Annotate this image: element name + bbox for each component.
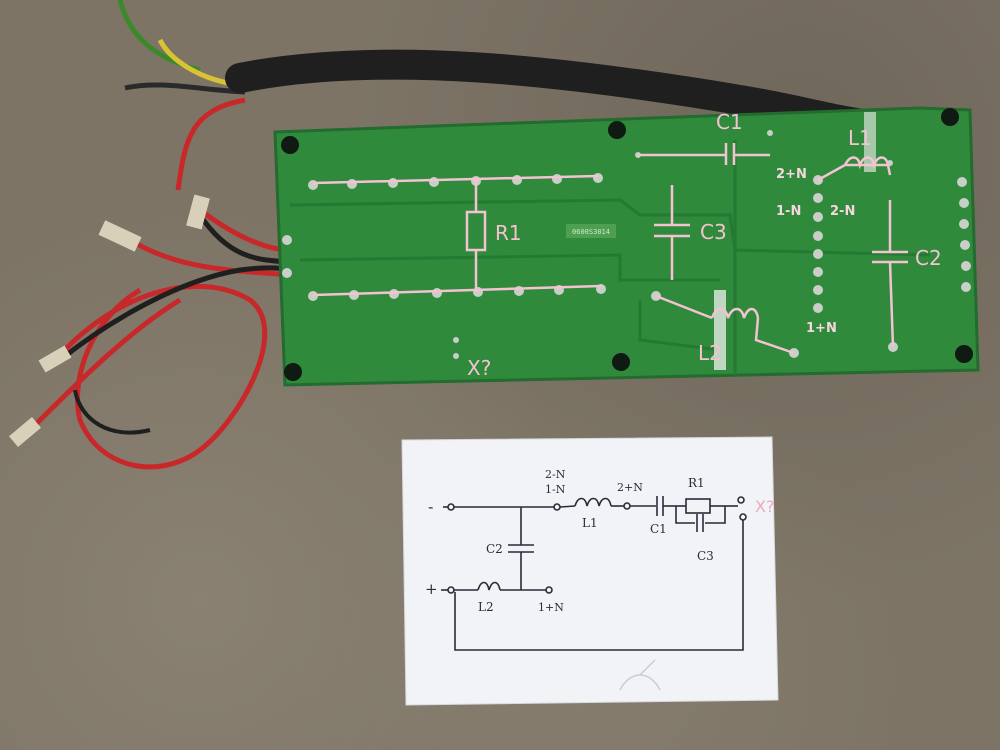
pad-label-1n-plus: 1+N [806, 321, 837, 336]
pcb-component-labels: C1 L1 R1 C3 C2 L2 X? 2+N 1-N 2-N 1+N [467, 110, 942, 380]
label-l1: L1 [848, 126, 872, 150]
schematic-node-1n-minus: 1-N [545, 483, 566, 496]
pcb-annotations [312, 143, 908, 355]
schematic-minus: - [428, 497, 433, 516]
schematic-plus: + [425, 580, 438, 598]
schematic-c1: C1 [650, 522, 667, 536]
schematic-c2: C2 [486, 542, 503, 556]
pad-label-2n-minus: 2-N [830, 204, 855, 219]
label-c3: C3 [700, 220, 727, 244]
label-x: X? [467, 356, 491, 380]
pcb-chip-text: 0600S3014 [572, 228, 610, 236]
schematic-node-2n-plus: 2+N [617, 481, 643, 494]
schematic-c3: C3 [697, 549, 714, 563]
label-r1: R1 [495, 221, 522, 245]
schematic-labels: - + 2-N 1-N 2+N 1+N L1 C1 R1 C3 C2 L2 X? [425, 468, 774, 614]
pad-label-2n-plus: 2+N [776, 167, 807, 182]
label-c1: C1 [716, 110, 743, 134]
wire-harness [9, 194, 293, 470]
schematic-drawing [441, 496, 747, 651]
paper-sheet [401, 436, 779, 706]
schematic-node-1n-plus: 1+N [538, 601, 564, 614]
pcb-board: 0600S3014 [273, 106, 980, 387]
schematic-r1: R1 [688, 476, 705, 490]
label-l2: L2 [698, 341, 722, 365]
schematic-l2: L2 [478, 600, 494, 614]
pad-label-1n-minus: 1-N [776, 204, 801, 219]
schematic-x: X? [755, 497, 774, 516]
schematic-node-2n-minus: 2-N [545, 468, 566, 481]
schematic-l1: L1 [582, 516, 598, 530]
label-c2: C2 [915, 246, 942, 270]
